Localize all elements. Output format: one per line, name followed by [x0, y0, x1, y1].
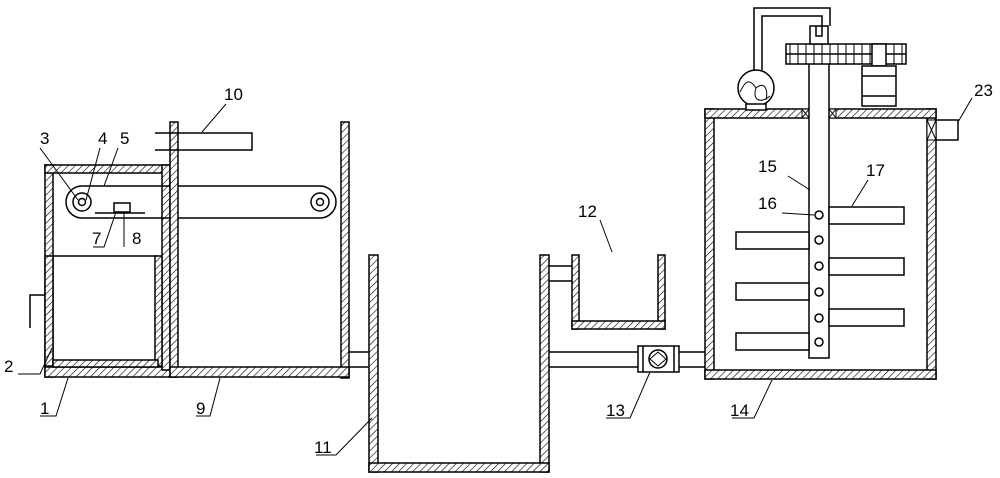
label-4: 4: [98, 129, 107, 148]
label-7: 7: [92, 229, 101, 248]
label-23: 23: [974, 81, 993, 100]
pipe-11-12: [549, 265, 574, 282]
label-5: 5: [120, 129, 129, 148]
check-valve-13: [637, 345, 680, 373]
number-labels: 1 2 3 4 5 7 8 9 10 11 12 13 14 15 16 17 …: [4, 81, 993, 457]
label-13: 13: [606, 401, 625, 420]
label-16: 16: [758, 194, 777, 213]
crushing-box: [29, 164, 176, 378]
label-17: 17: [866, 161, 885, 180]
drive-assembly: [737, 7, 907, 111]
label-8: 8: [132, 229, 141, 248]
label-2: 2: [4, 357, 13, 376]
label-15: 15: [758, 157, 777, 176]
label-12: 12: [578, 202, 597, 221]
belt-conveyor: [65, 185, 337, 219]
leader-lines: [18, 97, 973, 456]
mixing-tank-9: [155, 121, 350, 379]
label-10: 10: [224, 85, 243, 104]
settling-tank-11: [368, 254, 550, 473]
label-14: 14: [730, 401, 749, 420]
pipe-9-11: [349, 351, 371, 368]
label-1: 1: [40, 399, 49, 418]
label-9: 9: [196, 399, 205, 418]
pipe-11-14: [549, 351, 708, 368]
label-3: 3: [40, 129, 49, 148]
stirring-shaft-15: [808, 49, 830, 359]
label-11: 11: [314, 438, 332, 457]
container-12: [571, 254, 666, 330]
stirring-blades-17: [735, 206, 905, 351]
